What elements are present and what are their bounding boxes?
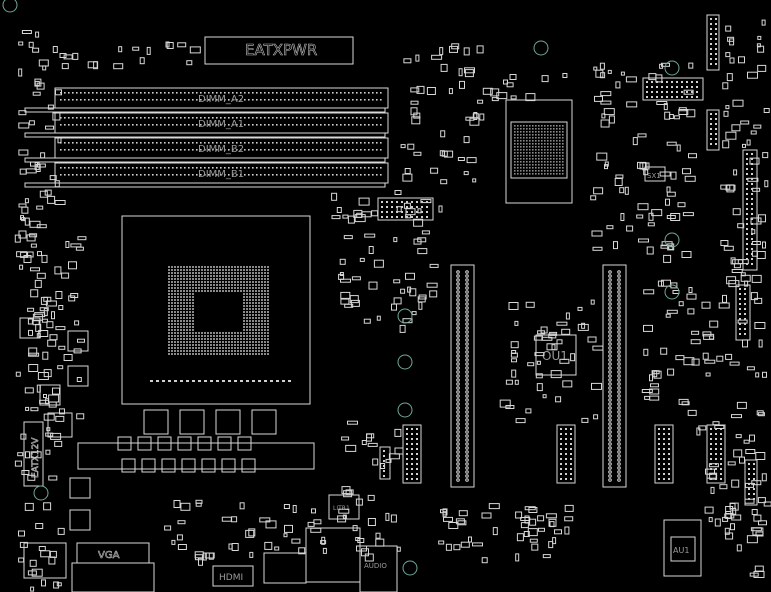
pcie-slot-1[interactable] [450,264,475,488]
crystal-sx1[interactable]: SX1 [644,166,666,182]
dimm-slots [24,87,389,188]
crystal-label: SX1 [647,172,661,180]
atx-power-connector[interactable]: EATXPWR [204,36,354,65]
vrm-chokes [19,317,315,531]
vrm-choke [251,409,277,435]
dimm-slot-label: DIMM_A1 [198,119,244,130]
pin-header [379,446,391,480]
vrm-choke [215,409,241,435]
vrm-choke [179,409,205,435]
mounting-holes [2,0,680,576]
pin-header [556,424,576,484]
pin-header [654,424,674,484]
cpu-socket-pads [150,266,291,382]
pin-header [402,424,422,484]
mounting-hole [397,308,413,324]
pcie-slot-2[interactable] [602,264,627,488]
misc-components [14,19,771,592]
pin-header [735,284,751,341]
pin-header [742,149,758,271]
mounting-hole [402,560,418,576]
audio-codec-label: AU1 [673,546,689,555]
vga-connector[interactable]: VGA [71,542,155,592]
super-io-chip[interactable]: OU1 [535,334,577,376]
audio-label: AUDIO [364,562,387,570]
audio-jack[interactable]: AUDIO [359,545,398,592]
mounting-hole [33,485,49,501]
pin-header [377,197,434,221]
dimm-slot-label: DIMM_B1 [198,169,244,180]
hdmi-label: HDMI [219,573,243,583]
super-io-label: OU1 [542,349,568,363]
pin-header [744,459,758,506]
pch-chip[interactable] [505,99,573,204]
vrm-choke [143,409,169,435]
mounting-hole [397,354,413,370]
dimm-slot[interactable] [24,87,389,113]
mounting-hole [664,284,680,300]
mounting-hole [664,232,680,248]
pin-header [642,77,704,101]
pin-headers [377,14,758,506]
pin-header [706,424,726,484]
audio-codec-chip[interactable]: AU1 [663,519,702,577]
mounting-hole [533,40,549,56]
cpu-socket[interactable] [121,215,311,405]
lan-transformer-label: LITR1 [333,505,350,512]
atx-power-label: EATXPWR [245,41,317,59]
vga-label: VGA [98,550,120,561]
cpu-power-connector[interactable]: EATX12V [23,421,44,487]
mounting-hole [664,60,680,76]
dimm-slot[interactable] [24,137,389,163]
pin-header [706,14,720,71]
hdmi-connector[interactable]: HDMI [212,565,254,587]
pin-header [706,109,720,151]
lan-usb-port[interactable] [263,527,361,584]
mounting-hole [2,0,18,13]
mounting-hole [397,402,413,418]
dimm-slot[interactable] [24,162,389,188]
dimm-slot-label: DIMM_B2 [198,144,244,155]
dimm-slot-label: DIMM_A2 [198,94,244,105]
dimm-slot[interactable] [24,112,389,138]
